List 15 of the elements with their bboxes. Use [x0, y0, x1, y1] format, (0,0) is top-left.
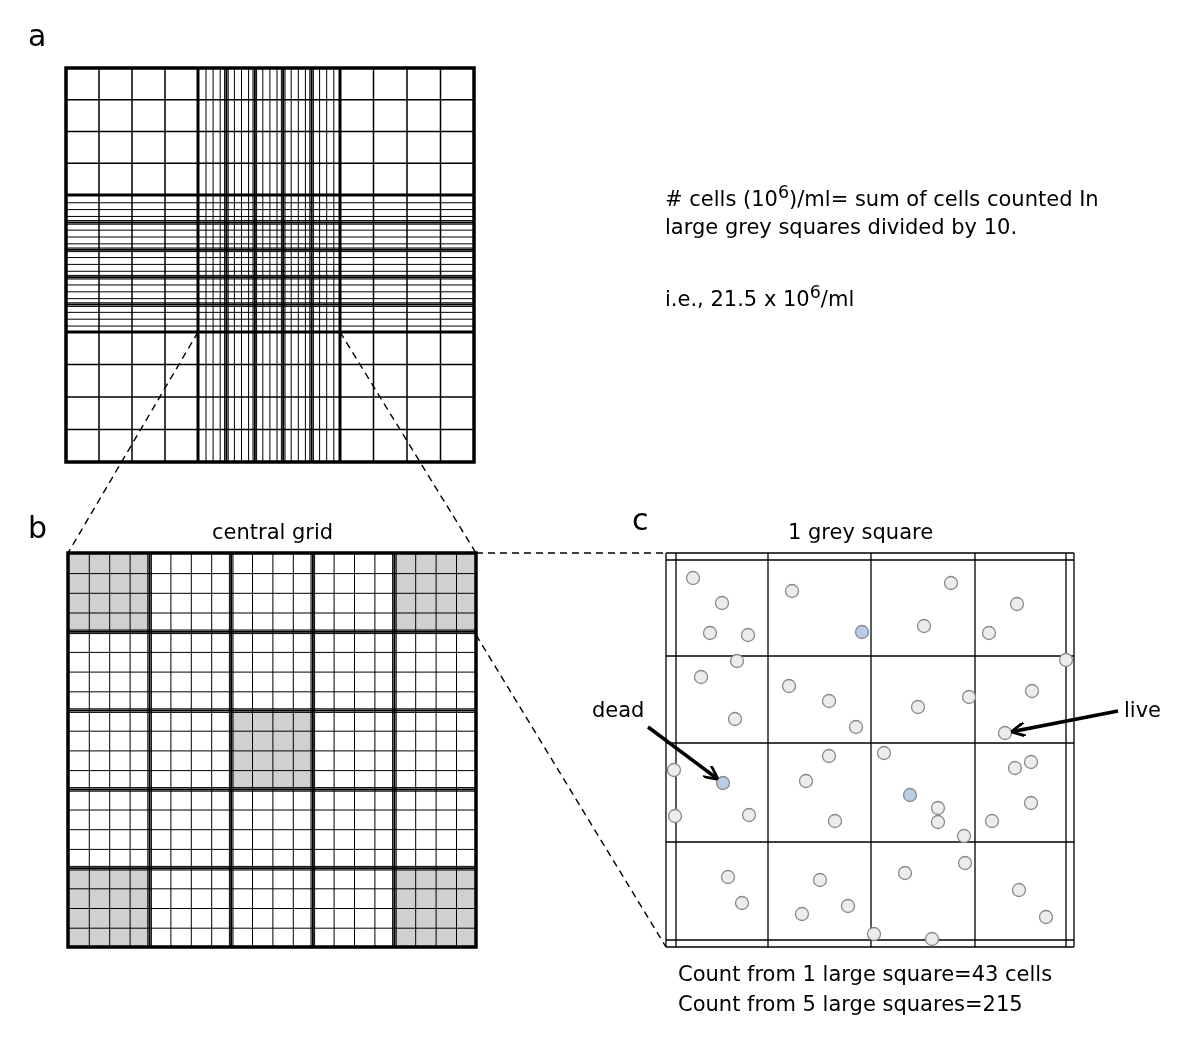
- leader-arrow: [646, 725, 720, 781]
- panel-title: 1 grey square: [788, 519, 934, 546]
- cell-icon: [715, 775, 731, 791]
- panel-letter: b: [28, 510, 48, 546]
- callout-label: live: [1124, 696, 1162, 724]
- cell-icon: [997, 725, 1013, 741]
- count-text: Count from 1 large square=43 cells: [678, 961, 1053, 988]
- panel-title: central grid: [212, 519, 334, 546]
- panel-letter: c: [632, 502, 649, 538]
- formula-text: # cells (10$^{6}$)/ml= sum of cells counted In large grey squares divided by 10.: [665, 181, 1100, 241]
- panel-letter: a: [28, 18, 47, 54]
- callout-label: dead: [592, 696, 645, 724]
- example-text: i.e., 21.5 x 10$^{6}$/ml: [665, 281, 855, 313]
- count-text: Count from 5 large squares=215: [678, 991, 1023, 1018]
- leader-arrow: [1009, 709, 1119, 738]
